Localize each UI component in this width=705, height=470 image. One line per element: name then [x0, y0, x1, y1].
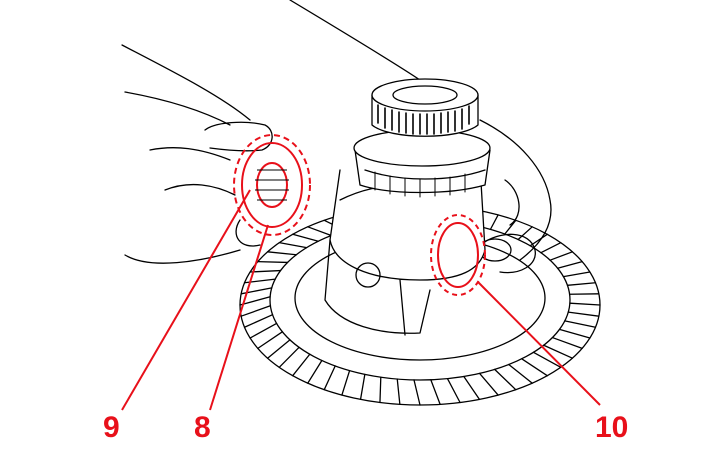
gear-tooth — [266, 339, 291, 359]
gear-tooth — [543, 344, 574, 359]
gear-tooth — [567, 311, 600, 317]
gear-tooth — [517, 226, 533, 241]
gear-tooth — [240, 305, 272, 317]
gear-tooth — [413, 379, 421, 406]
gear-tooth — [243, 314, 274, 328]
gear-tooth — [341, 369, 351, 396]
left-hand — [121, 44, 273, 264]
side-gear-8 — [233, 134, 311, 236]
gear-tooth — [478, 372, 499, 396]
gear-tooth — [463, 375, 481, 401]
gear-tooth — [257, 260, 289, 264]
gear-tooth — [430, 379, 441, 406]
gear-tooth — [323, 365, 336, 391]
gear-tooth — [307, 359, 323, 384]
washer-9 — [255, 169, 289, 201]
gear-tooth — [494, 368, 517, 391]
gear-tooth — [396, 378, 401, 406]
gear-tooth — [508, 363, 533, 384]
gear-tooth — [556, 260, 583, 269]
gear-tooth — [532, 351, 562, 368]
leader-line-9 — [121, 189, 251, 411]
gear-tooth — [307, 226, 332, 237]
gear-tooth — [257, 331, 284, 350]
gear-tooth — [249, 269, 282, 273]
gear-tooth — [249, 322, 278, 339]
callout-10: 10 — [595, 411, 629, 444]
gear-tooth — [446, 377, 461, 404]
gear-tooth — [549, 251, 574, 261]
gear-tooth — [558, 328, 591, 339]
gear-tooth — [569, 302, 601, 306]
gear-tooth — [239, 296, 271, 306]
leader-line-8 — [209, 224, 269, 411]
gear-tooth — [564, 320, 597, 328]
callout-8: 8 — [194, 411, 211, 444]
differential-case — [324, 78, 491, 336]
gear-tooth — [278, 346, 300, 368]
gear-tooth — [566, 282, 597, 286]
gear-tooth — [292, 233, 319, 242]
gear-tooth — [489, 214, 499, 231]
gear-tooth — [540, 242, 562, 254]
gear-tooth — [379, 376, 382, 404]
callout-9: 9 — [103, 411, 120, 444]
gear-tooth — [266, 251, 297, 256]
gear-tooth — [562, 271, 591, 278]
leader-line-10 — [477, 281, 601, 406]
gear-tooth — [292, 353, 311, 377]
gear-tooth — [278, 242, 308, 249]
gear-tooth — [551, 336, 583, 350]
gear-tooth — [359, 373, 366, 401]
gear-tooth — [521, 358, 548, 377]
side-gear-10 — [430, 214, 486, 296]
